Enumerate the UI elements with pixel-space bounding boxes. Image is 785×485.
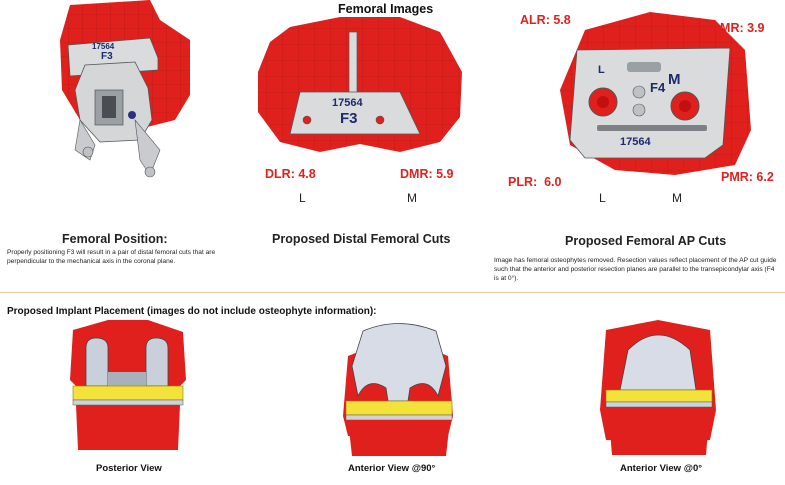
ap-cuts-text: Image has femoral osteophytes removed. R… (494, 257, 777, 282)
pmr-value: PMR: 6.2 (721, 170, 774, 184)
anterior0-view-caption: Anterior View @0° (620, 463, 703, 474)
ap-guide-number: 17564 (620, 136, 651, 148)
distal-cuts-title: Proposed Distal Femoral Cuts (272, 232, 451, 246)
alr-value: ALR: 5.8 (520, 13, 571, 27)
posterior-view-caption: Posterior View (96, 463, 162, 474)
iso-guide-label: F3 (101, 51, 113, 62)
implant-anterior0-image (600, 320, 716, 455)
distal-left-label: L (299, 191, 306, 205)
dlr-value: DLR: 4.8 (265, 167, 316, 181)
anterior90-view-caption: Anterior View @90° (348, 463, 436, 474)
page-title: Femoral Images (338, 2, 434, 16)
ap-left-label: L (599, 191, 606, 205)
ap-inner-left-label: L (598, 64, 605, 76)
ap-cuts-title: Proposed Femoral AP Cuts (565, 234, 727, 248)
ap-inner-medial-label: M (668, 71, 681, 88)
implant-posterior-image (70, 320, 186, 450)
femur-iso-image (60, 0, 190, 178)
distal-guide-number: 17564 (332, 97, 363, 109)
ap-guide-label: F4 (650, 80, 666, 95)
implant-section-title: Proposed Implant Placement (images do no… (7, 306, 377, 317)
femoral-position-title: Femoral Position: (62, 232, 168, 246)
distal-guide-label: F3 (340, 110, 358, 127)
femoral-position-text: Properly positioning F3 will result in a… (7, 249, 216, 265)
plr-value: PLR: 6.0 (508, 175, 562, 189)
iso-guide-number: 17564 (92, 42, 115, 51)
section-divider (0, 292, 785, 293)
implant-anterior90-image (343, 323, 453, 456)
amr-value: AMR: 3.9 (711, 21, 765, 35)
femur-distal-image (258, 17, 462, 152)
distal-medial-label: M (407, 191, 417, 205)
femur-ap-image (560, 12, 751, 175)
ap-medial-label: M (672, 191, 682, 205)
dmr-value: DMR: 5.9 (400, 167, 454, 181)
